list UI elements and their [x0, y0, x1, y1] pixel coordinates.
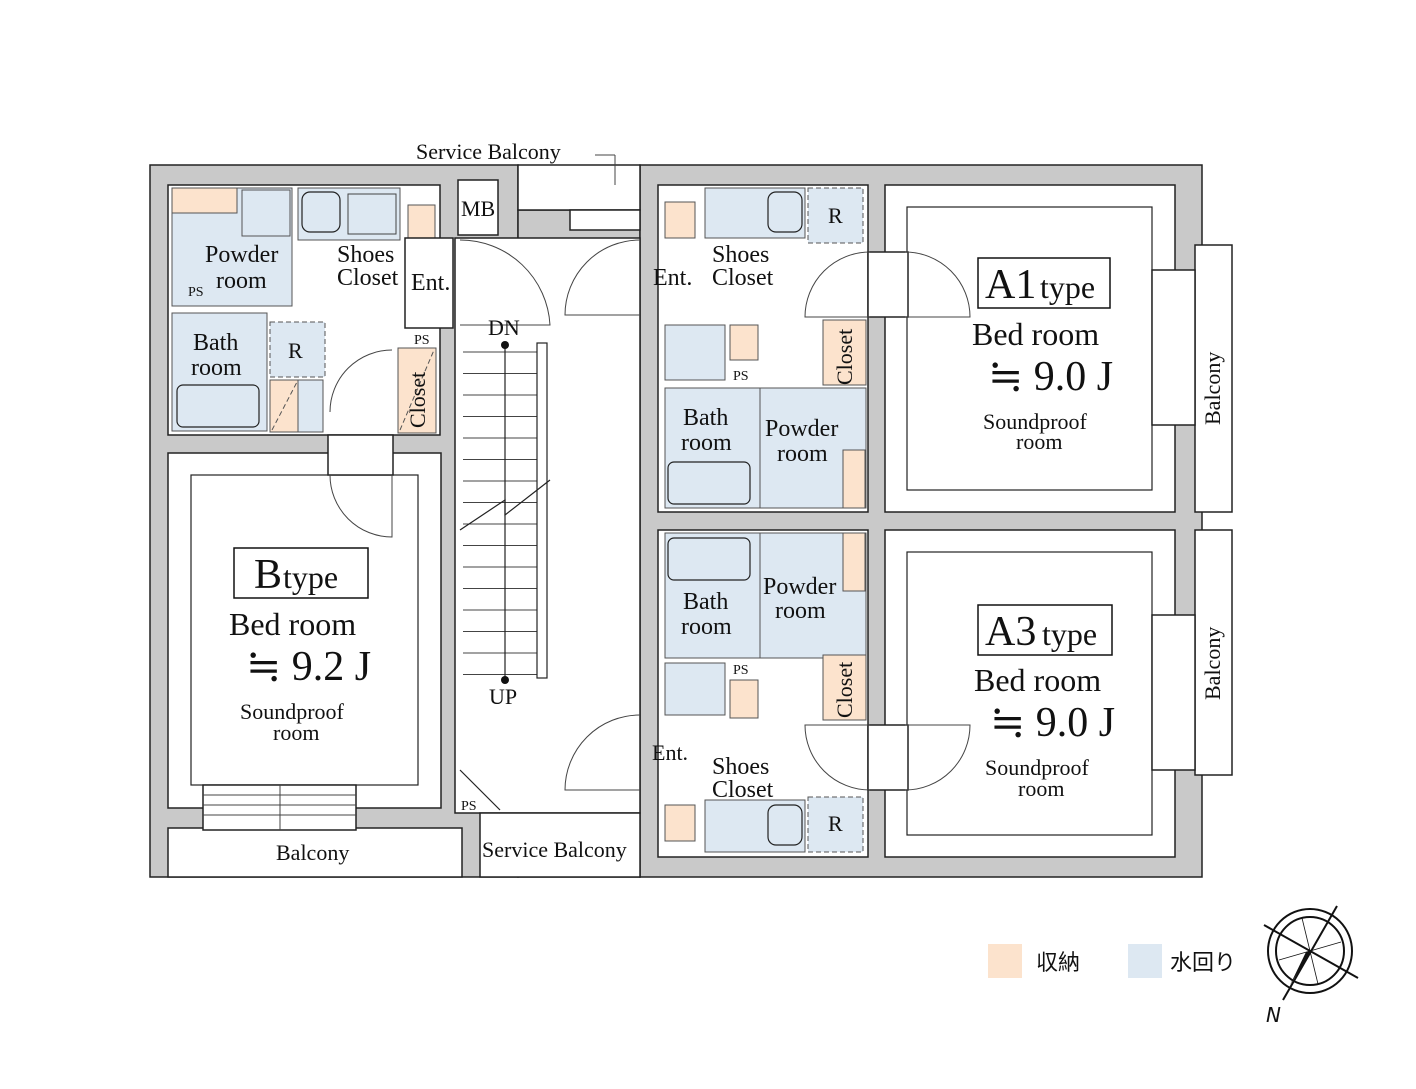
stair-hall — [454, 237, 641, 878]
ps-label: PS — [461, 799, 477, 814]
shoes-closet-label: Closet — [337, 265, 399, 291]
mb-label: MB — [461, 196, 495, 221]
closet-label: Closet — [832, 329, 857, 385]
balcony-a3-label: Balcony — [1200, 627, 1225, 700]
powder-room-label: Powder — [765, 416, 838, 442]
bath-room-label: Bath — [193, 330, 238, 356]
soundproof-label: room — [1016, 429, 1062, 454]
bedroom-label: Bed room — [972, 316, 1099, 352]
unit-a3 — [657, 529, 1233, 858]
bath-room-label: Bath — [683, 405, 728, 431]
shoes-closet-label: Shoes — [337, 242, 394, 268]
shoes-closet-label: Closet — [712, 265, 774, 291]
type-badge — [977, 604, 1113, 656]
soundproof-label: Soundproof — [985, 755, 1090, 780]
soundproof-label: room — [273, 720, 319, 745]
fridge-label: R — [828, 811, 843, 836]
legend-storage-label: 収納 — [1036, 951, 1080, 976]
bath-room-label: room — [191, 355, 242, 381]
powder-room-label: Powder — [205, 242, 278, 268]
soundproof-label: Soundproof — [983, 409, 1088, 434]
powder-room-label: room — [775, 598, 826, 624]
bedroom-label: Bed room — [229, 606, 356, 642]
legend-water-label: 水回り — [1170, 951, 1236, 976]
soundproof-label: room — [1018, 776, 1064, 801]
type-label: type — [283, 559, 338, 595]
balcony-b-label: Balcony — [276, 840, 349, 865]
legend-water-swatch — [1128, 944, 1162, 978]
shoes-closet-label: Shoes — [712, 754, 769, 780]
fridge-label: R — [288, 338, 303, 363]
stair-up-label: UP — [489, 684, 517, 709]
area-label: ≒ 9.2 J — [246, 644, 371, 690]
bath-room-label: room — [681, 614, 732, 640]
fridge-label: R — [828, 203, 843, 228]
type-badge — [233, 547, 369, 599]
entrance-label: Ent. — [652, 740, 688, 765]
area-label: ≒ 9.0 J — [990, 700, 1115, 746]
unit-b — [167, 179, 499, 878]
powder-room-label: Powder — [763, 574, 836, 600]
area-label: ≒ 9.0 J — [988, 354, 1113, 400]
ps-label: PS — [188, 285, 204, 300]
type-label: type — [1040, 269, 1095, 305]
bath-room-label: Bath — [683, 589, 728, 615]
entrance-label: Ent. — [411, 270, 450, 296]
service-balcony-top-label: Service Balcony — [416, 139, 561, 164]
ps-label: PS — [733, 369, 749, 384]
bath-room-label: room — [681, 430, 732, 456]
stair-dn-label: DN — [488, 315, 520, 340]
unit-a1 — [657, 184, 1233, 513]
compass-icon: N — [1263, 905, 1359, 1027]
service-balcony-top — [517, 154, 641, 231]
unit-a1-labels: Ent. Shoes Closet R Bath room Powder roo… — [653, 203, 1113, 467]
soundproof-label: Soundproof — [240, 699, 345, 724]
type-label: B — [254, 552, 282, 598]
balcony-a1-label: Balcony — [1200, 352, 1225, 425]
powder-room-label: room — [216, 268, 267, 294]
north-label: N — [1266, 1003, 1281, 1027]
ps-label: PS — [733, 663, 749, 678]
type-label: A3 — [985, 609, 1036, 655]
legend: 収納 水回り — [988, 944, 1236, 978]
legend-storage-swatch — [988, 944, 1022, 978]
shoes-closet-label: Shoes — [712, 242, 769, 268]
closet-label: Closet — [405, 372, 430, 428]
type-label: type — [1042, 616, 1097, 652]
unit-a3-labels: Ent. Shoes Closet R Bath room Powder roo… — [652, 574, 1115, 836]
type-badge — [977, 257, 1111, 309]
powder-room-label: room — [777, 441, 828, 467]
entrance-label: Ent. — [653, 265, 692, 291]
unit-b-labels: Powder room Bath room Shoes Closet Ent. … — [191, 242, 450, 745]
closet-label: Closet — [832, 662, 857, 718]
service-balcony-bottom-label: Service Balcony — [482, 837, 627, 862]
shoes-closet-label: Closet — [712, 777, 774, 803]
type-label: A1 — [985, 262, 1036, 308]
ps-label: PS — [414, 333, 430, 348]
bedroom-label: Bed room — [974, 662, 1101, 698]
